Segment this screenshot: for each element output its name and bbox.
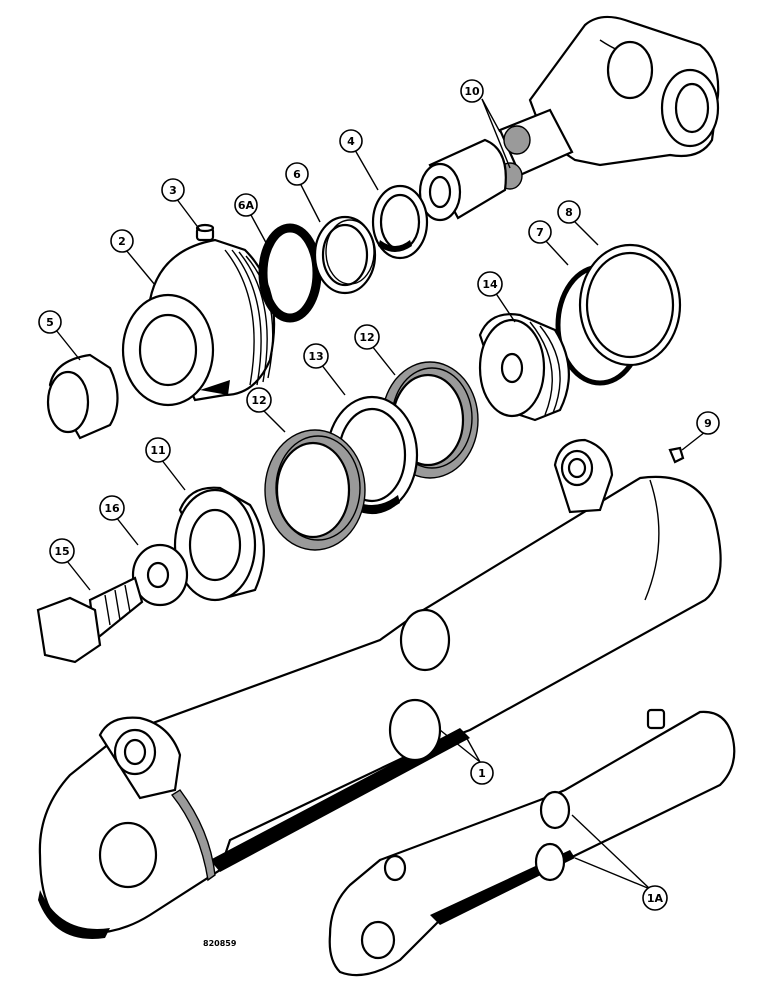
callout-13-label: 13 xyxy=(308,350,323,363)
callout-6a-label: 6A xyxy=(238,199,255,212)
leader-lines xyxy=(55,98,706,890)
callout-16: 16 xyxy=(99,495,125,521)
ring-4 xyxy=(371,184,429,260)
callout-7-label: 7 xyxy=(536,226,544,239)
piston-seal-lower xyxy=(264,429,366,551)
piston-14 xyxy=(478,313,570,422)
figure-code: 820859 xyxy=(203,939,237,948)
callout-3: 3 xyxy=(161,178,185,202)
callout-6: 6 xyxy=(285,162,309,186)
callout-6a: 6A xyxy=(234,193,258,217)
callout-14-label: 14 xyxy=(482,278,498,291)
callout-12-lower-label: 12 xyxy=(251,394,266,407)
gland-bushing xyxy=(46,353,119,440)
callout-6-label: 6 xyxy=(293,168,301,181)
plug xyxy=(195,223,215,242)
callout-12-upper-label: 12 xyxy=(359,331,374,344)
callout-1a: 1A xyxy=(642,885,668,911)
backup-ring-8 xyxy=(578,243,682,367)
callout-1a-label: 1A xyxy=(647,892,664,905)
callout-12-lower: 12 xyxy=(246,387,272,413)
washer-16 xyxy=(131,543,189,607)
callout-4: 4 xyxy=(339,129,363,153)
callout-2-label: 2 xyxy=(118,235,126,248)
callout-11-label: 11 xyxy=(150,444,165,457)
callout-14: 14 xyxy=(477,271,503,297)
rod-bushing xyxy=(418,138,507,222)
callout-15: 15 xyxy=(49,538,75,564)
cylinder-barrel-small xyxy=(328,708,736,977)
seal-6a xyxy=(258,223,322,323)
callout-8-label: 8 xyxy=(565,206,573,219)
callout-9: 9 xyxy=(696,411,720,435)
callout-4-label: 4 xyxy=(347,135,355,148)
callout-1-label: 1 xyxy=(478,767,486,780)
callout-8: 8 xyxy=(557,200,581,224)
callout-10-label: 10 xyxy=(464,85,480,98)
callout-9-label: 9 xyxy=(704,417,712,430)
gland xyxy=(121,238,276,407)
callout-3-label: 3 xyxy=(169,184,177,197)
callout-13: 13 xyxy=(303,343,329,369)
callout-12-upper: 12 xyxy=(354,324,380,350)
callout-7: 7 xyxy=(528,220,552,244)
bolt-15 xyxy=(36,576,144,664)
grease-fitting-9 xyxy=(668,446,685,464)
callout-10: 10 xyxy=(460,79,484,103)
callout-5: 5 xyxy=(38,310,62,334)
callout-15-label: 15 xyxy=(54,545,69,558)
callout-2: 2 xyxy=(110,229,134,253)
rod-clevis xyxy=(528,15,720,167)
callout-11: 11 xyxy=(145,437,171,463)
callout-1: 1 xyxy=(470,761,494,785)
cylinder-barrel-large xyxy=(38,438,722,939)
callout-16-label: 16 xyxy=(104,502,120,515)
rod-end-with-wipers xyxy=(497,108,574,190)
callout-5-label: 5 xyxy=(46,316,54,329)
piston-11 xyxy=(173,486,265,602)
ring-6 xyxy=(313,215,377,295)
